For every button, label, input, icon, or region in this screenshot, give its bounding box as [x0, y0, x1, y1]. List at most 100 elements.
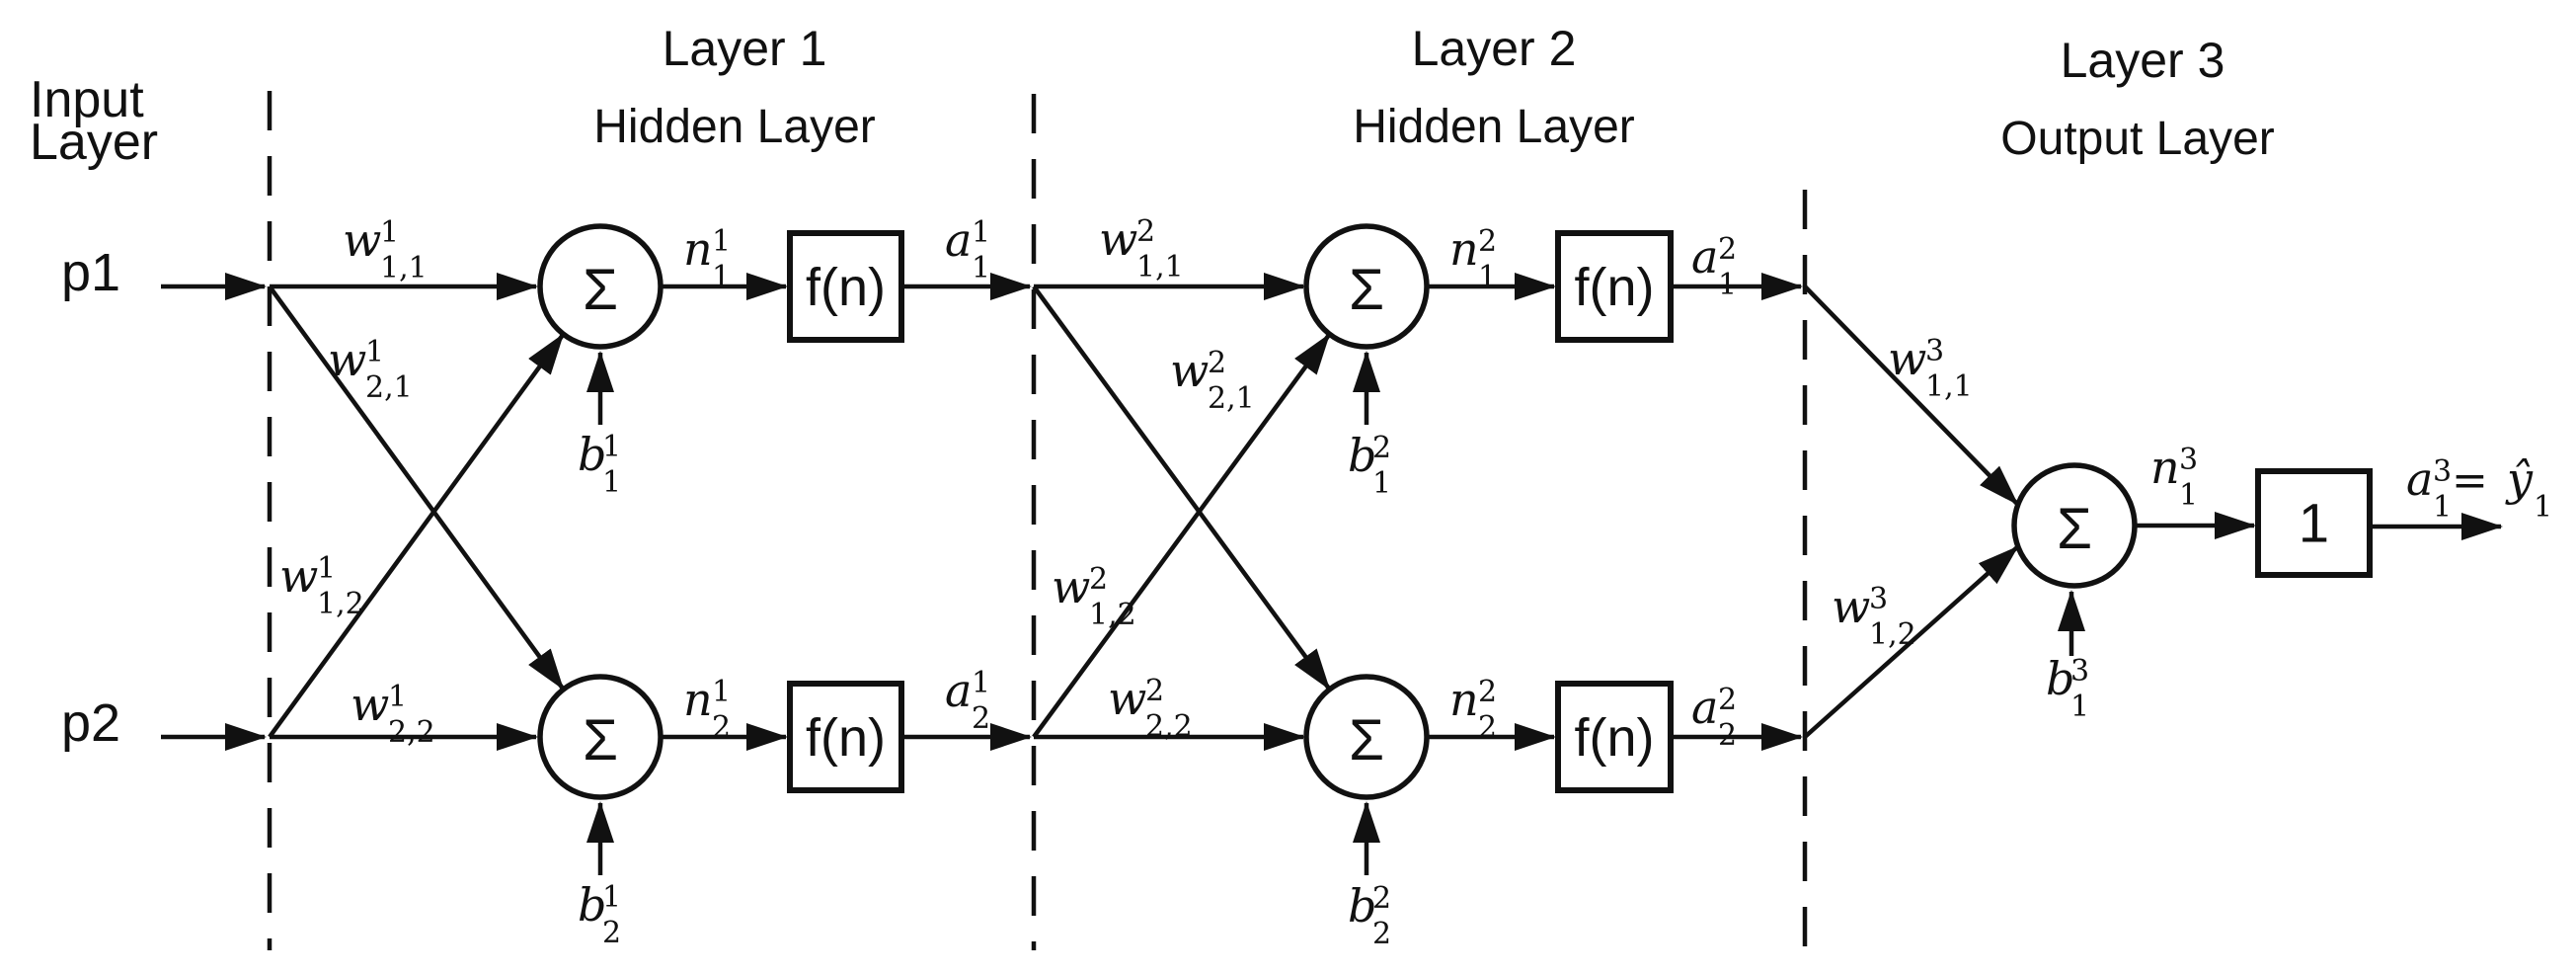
signal-label-n31-subscript: 1	[2179, 478, 2198, 513]
signal-label-a21-superscript: 2	[1718, 232, 1737, 267]
bias-label-b11: b11	[578, 428, 621, 500]
weight-label-w212: w21,2	[1052, 560, 1136, 632]
weight-label-w311: w31,1	[1888, 332, 1973, 404]
edge-w311-diagonal	[1803, 285, 2019, 506]
layer2-subtitle: Hidden Layer	[1353, 101, 1635, 153]
layer1-title: Layer 1	[663, 21, 827, 76]
signal-label-n22-base: n	[1449, 673, 1479, 726]
weight-label-w311-base: w	[1888, 332, 1926, 385]
signal-label-n22-subscript: 2	[1478, 710, 1497, 745]
activation-box-layer1-neuron1-label: f(n)	[806, 258, 886, 317]
output-equation-label-subscript: 1	[2534, 490, 2552, 525]
signal-label-a22-superscript: 2	[1718, 683, 1737, 717]
signal-label-n21-base: n	[1449, 222, 1479, 276]
output-equation-label-superscript: 3	[2433, 454, 2452, 489]
signal-label-n12-base: n	[683, 673, 713, 726]
weight-label-w112-base: w	[279, 549, 318, 603]
bias-label-b22-base: b	[1348, 879, 1376, 933]
weight-label-w111-base: w	[343, 213, 381, 267]
signal-label-a21-subscript: 1	[1718, 268, 1737, 302]
signal-label-n21-superscript: 2	[1478, 224, 1497, 259]
signal-label-a12-subscript: 2	[972, 701, 990, 736]
weight-label-w121-base: w	[328, 333, 366, 386]
weight-label-w211-superscript: 2	[1136, 214, 1155, 249]
weight-label-w222-superscript: 2	[1145, 674, 1164, 708]
bias-label-b31: b31	[2046, 652, 2089, 724]
weight-label-w122-superscript: 1	[388, 680, 407, 714]
weight-label-w221-base: w	[1170, 344, 1209, 397]
edge-w121-diagonal	[268, 333, 565, 739]
bias-label-b31-superscript: 3	[2070, 654, 2089, 689]
weight-label-w212-base: w	[1052, 560, 1090, 613]
signal-label-n22-superscript: 2	[1478, 675, 1497, 709]
signal-label-a12-superscript: 1	[972, 666, 990, 700]
weight-label-w222-base: w	[1108, 672, 1146, 725]
weight-label-w311-superscript: 3	[1925, 334, 1944, 368]
weight-label-w222-subscript: 2,2	[1145, 709, 1193, 744]
bias-label-b21-subscript: 1	[1372, 466, 1391, 501]
bias-label-b22-subscript: 2	[1372, 917, 1391, 951]
weight-label-w111-superscript: 1	[380, 215, 399, 250]
layer3-title: Layer 3	[2061, 33, 2225, 88]
output-equation-label-subscript: 1	[2433, 490, 2452, 525]
bias-label-b31-subscript: 1	[2070, 690, 2089, 724]
bias-label-b11-base: b	[578, 428, 606, 481]
signal-label-a11-subscript: 1	[972, 251, 990, 285]
bias-label-b31-base: b	[2046, 652, 2074, 705]
input-p2: p2	[61, 693, 120, 753]
output-equation-label-base: a	[2406, 452, 2433, 506]
weight-label-w112-superscript: 1	[317, 551, 336, 586]
bias-label-b11-superscript: 1	[602, 430, 621, 464]
signal-label-n12-subscript: 2	[712, 710, 731, 745]
weight-label-w312-base: w	[1832, 580, 1870, 633]
edge-w212-diagonal	[1032, 285, 1331, 691]
activation-box-output	[2255, 468, 2373, 578]
weight-label-w212-subscript: 1,2	[1089, 598, 1136, 632]
activation-box-layer1-neuron2	[787, 681, 904, 793]
sum-node-layer3-neuron1-sigma-glyph: Σ	[2057, 497, 2092, 561]
sum-node-layer2-neuron2-sigma-glyph: Σ	[1349, 708, 1384, 773]
weight-label-w211: w21,1	[1099, 212, 1184, 285]
edge-w112-diagonal	[268, 285, 565, 691]
signal-label-n11-base: n	[683, 222, 713, 276]
signal-label-n31-superscript: 3	[2179, 443, 2198, 477]
edge-w312-diagonal	[1803, 545, 2019, 739]
weight-label-w211-base: w	[1099, 212, 1137, 266]
signal-label-n11-superscript: 1	[712, 224, 731, 259]
activation-box-layer2-neuron2	[1555, 681, 1674, 793]
signal-label-a22-subscript: 2	[1718, 718, 1737, 753]
weight-label-w312-superscript: 3	[1869, 582, 1888, 616]
weight-label-w121-subscript: 2,1	[365, 370, 413, 405]
weight-label-w222: w22,2	[1108, 672, 1193, 744]
activation-box-output-label: 1	[2299, 492, 2329, 554]
signal-label-n11-subscript: 1	[712, 260, 731, 294]
signal-label-n21-subscript: 1	[1478, 260, 1497, 294]
bias-label-b21-superscript: 2	[1372, 431, 1391, 465]
bias-label-b11-subscript: 1	[602, 465, 621, 500]
signal-label-a11-superscript: 1	[972, 215, 990, 250]
signal-label-n12-superscript: 1	[712, 675, 731, 709]
weight-label-w211-subscript: 1,1	[1136, 250, 1184, 285]
weight-label-w111: w11,1	[343, 213, 428, 285]
activation-box-layer2-neuron2-label: f(n)	[1575, 708, 1655, 768]
bias-label-b12-base: b	[578, 878, 606, 932]
bias-label-b12: b12	[578, 878, 621, 950]
layer2-title: Layer 2	[1412, 21, 1577, 76]
weight-label-w221-superscript: 2	[1208, 346, 1226, 380]
weight-label-w311-subscript: 1,1	[1925, 369, 1973, 404]
bias-label-b22-superscript: 2	[1372, 881, 1391, 916]
weight-label-w221-subscript: 2,1	[1208, 381, 1255, 416]
bias-label-b22: b22	[1348, 879, 1391, 951]
signal-label-a11-base: a	[945, 213, 972, 267]
output-equation-label-equals: =	[2452, 455, 2488, 506]
